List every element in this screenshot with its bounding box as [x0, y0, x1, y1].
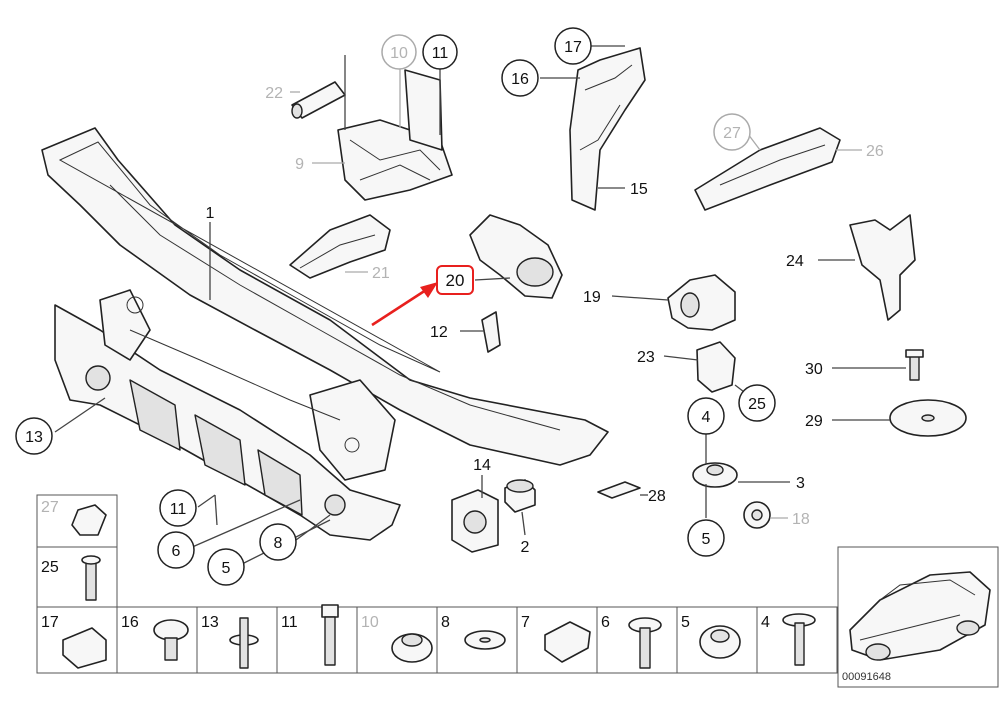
legend-16-rivet-icon — [153, 619, 189, 661]
callout-17: 17 — [554, 27, 592, 65]
legend-11-bolt-icon — [321, 604, 339, 666]
svg-text:2: 2 — [521, 539, 530, 556]
svg-text:5: 5 — [702, 531, 711, 548]
legend-bottom: 17 16 13 11 10 8 7 6 5 4 — [36, 604, 838, 674]
svg-text:4: 4 — [702, 409, 711, 426]
svg-text:18: 18 — [792, 511, 810, 528]
part-20-air-duct — [469, 214, 563, 299]
svg-text:00091648: 00091648 — [842, 671, 891, 683]
part-14-plate — [451, 489, 499, 553]
svg-text:11: 11 — [432, 45, 449, 62]
svg-text:4: 4 — [761, 614, 770, 631]
svg-text:25: 25 — [748, 396, 766, 413]
legend-17-clip-icon — [62, 627, 107, 669]
part-29-washer — [889, 399, 967, 437]
svg-text:23: 23 — [637, 349, 655, 366]
svg-text:5: 5 — [681, 614, 690, 631]
svg-text:13: 13 — [201, 614, 219, 631]
svg-text:20: 20 — [446, 271, 465, 290]
part-18-grommet — [743, 501, 771, 529]
legend-13-pin-icon — [229, 617, 259, 669]
plain-labels: 1 22 9 21 15 12 19 23 26 24 30 29 3 18 2… — [206, 85, 884, 556]
svg-text:14: 14 — [473, 457, 491, 474]
part-23-rubber-mount — [696, 341, 736, 393]
radiator-support-frame — [41, 127, 609, 541]
svg-text:10: 10 — [361, 614, 379, 631]
svg-text:6: 6 — [601, 614, 610, 631]
svg-text:11: 11 — [170, 501, 187, 518]
callout-20-highlight: 20 — [436, 265, 474, 295]
leader-lines — [54, 45, 906, 564]
svg-text:21: 21 — [372, 265, 390, 282]
callout-16: 16 — [501, 59, 539, 97]
legend-25-bolt-icon — [81, 555, 101, 601]
svg-text:8: 8 — [441, 614, 450, 631]
svg-text:6: 6 — [172, 543, 181, 560]
legend-10-nut-icon — [391, 633, 433, 663]
part-30-bolt — [905, 349, 924, 381]
part-21-bracket — [289, 214, 391, 279]
legend-5-nut-icon — [699, 625, 741, 659]
part-28-pad — [597, 481, 641, 499]
callout-8: 8 — [259, 523, 297, 561]
legend-8-washer-icon — [464, 630, 506, 650]
part-12-clip — [481, 311, 501, 353]
callout-5-right: 5 — [687, 519, 725, 557]
car-locator-thumbnail: 00091648 — [837, 546, 999, 688]
svg-text:12: 12 — [430, 324, 448, 341]
svg-text:16: 16 — [511, 71, 529, 88]
legend-6-screw-icon — [628, 617, 662, 669]
svg-text:29: 29 — [805, 413, 823, 430]
callout-27: 27 — [713, 113, 751, 151]
svg-text:28: 28 — [648, 488, 666, 505]
svg-text:26: 26 — [866, 143, 884, 160]
svg-text:27: 27 — [41, 499, 59, 516]
svg-text:25: 25 — [41, 559, 59, 576]
svg-text:24: 24 — [786, 253, 804, 270]
callout-25-right: 25 — [738, 384, 776, 422]
callout-4-right: 4 — [687, 397, 725, 435]
callout-11-upper: 11 — [422, 34, 458, 70]
part-24-bracket — [849, 214, 916, 321]
svg-text:5: 5 — [222, 560, 231, 577]
svg-text:27: 27 — [723, 125, 741, 142]
svg-text:8: 8 — [274, 535, 283, 552]
callout-10: 10 — [381, 34, 417, 70]
legend-7-clip-nut-icon — [544, 621, 591, 663]
legend-left: 27 25 — [36, 494, 118, 608]
svg-text:15: 15 — [630, 181, 648, 198]
svg-text:10: 10 — [390, 45, 408, 62]
part-22-tube — [291, 81, 346, 119]
svg-text:16: 16 — [121, 614, 139, 631]
svg-text:9: 9 — [295, 156, 304, 173]
callout-6: 6 — [157, 531, 195, 569]
svg-text:1: 1 — [206, 205, 215, 222]
svg-text:13: 13 — [25, 429, 43, 446]
part-15-16-17-duct — [569, 47, 646, 211]
svg-text:11: 11 — [281, 614, 298, 631]
legend-4-pin-icon — [782, 613, 816, 666]
callout-5-left: 5 — [207, 548, 245, 586]
callout-13: 13 — [15, 417, 53, 455]
svg-text:22: 22 — [265, 85, 283, 102]
svg-text:17: 17 — [41, 614, 59, 631]
part-9-bracket — [337, 69, 453, 201]
part-26-27-bracket — [694, 127, 841, 211]
svg-text:7: 7 — [521, 614, 530, 631]
callout-11-lower: 11 — [159, 489, 197, 527]
part-2-bushing — [504, 479, 536, 513]
svg-text:30: 30 — [805, 361, 823, 378]
part-3-mount — [692, 462, 738, 488]
svg-text:19: 19 — [583, 289, 601, 306]
svg-text:3: 3 — [796, 475, 805, 492]
svg-text:17: 17 — [564, 39, 582, 56]
part-19-mount — [667, 274, 736, 331]
legend-27-clip-icon — [71, 504, 107, 536]
highlight-arrow — [371, 282, 438, 327]
